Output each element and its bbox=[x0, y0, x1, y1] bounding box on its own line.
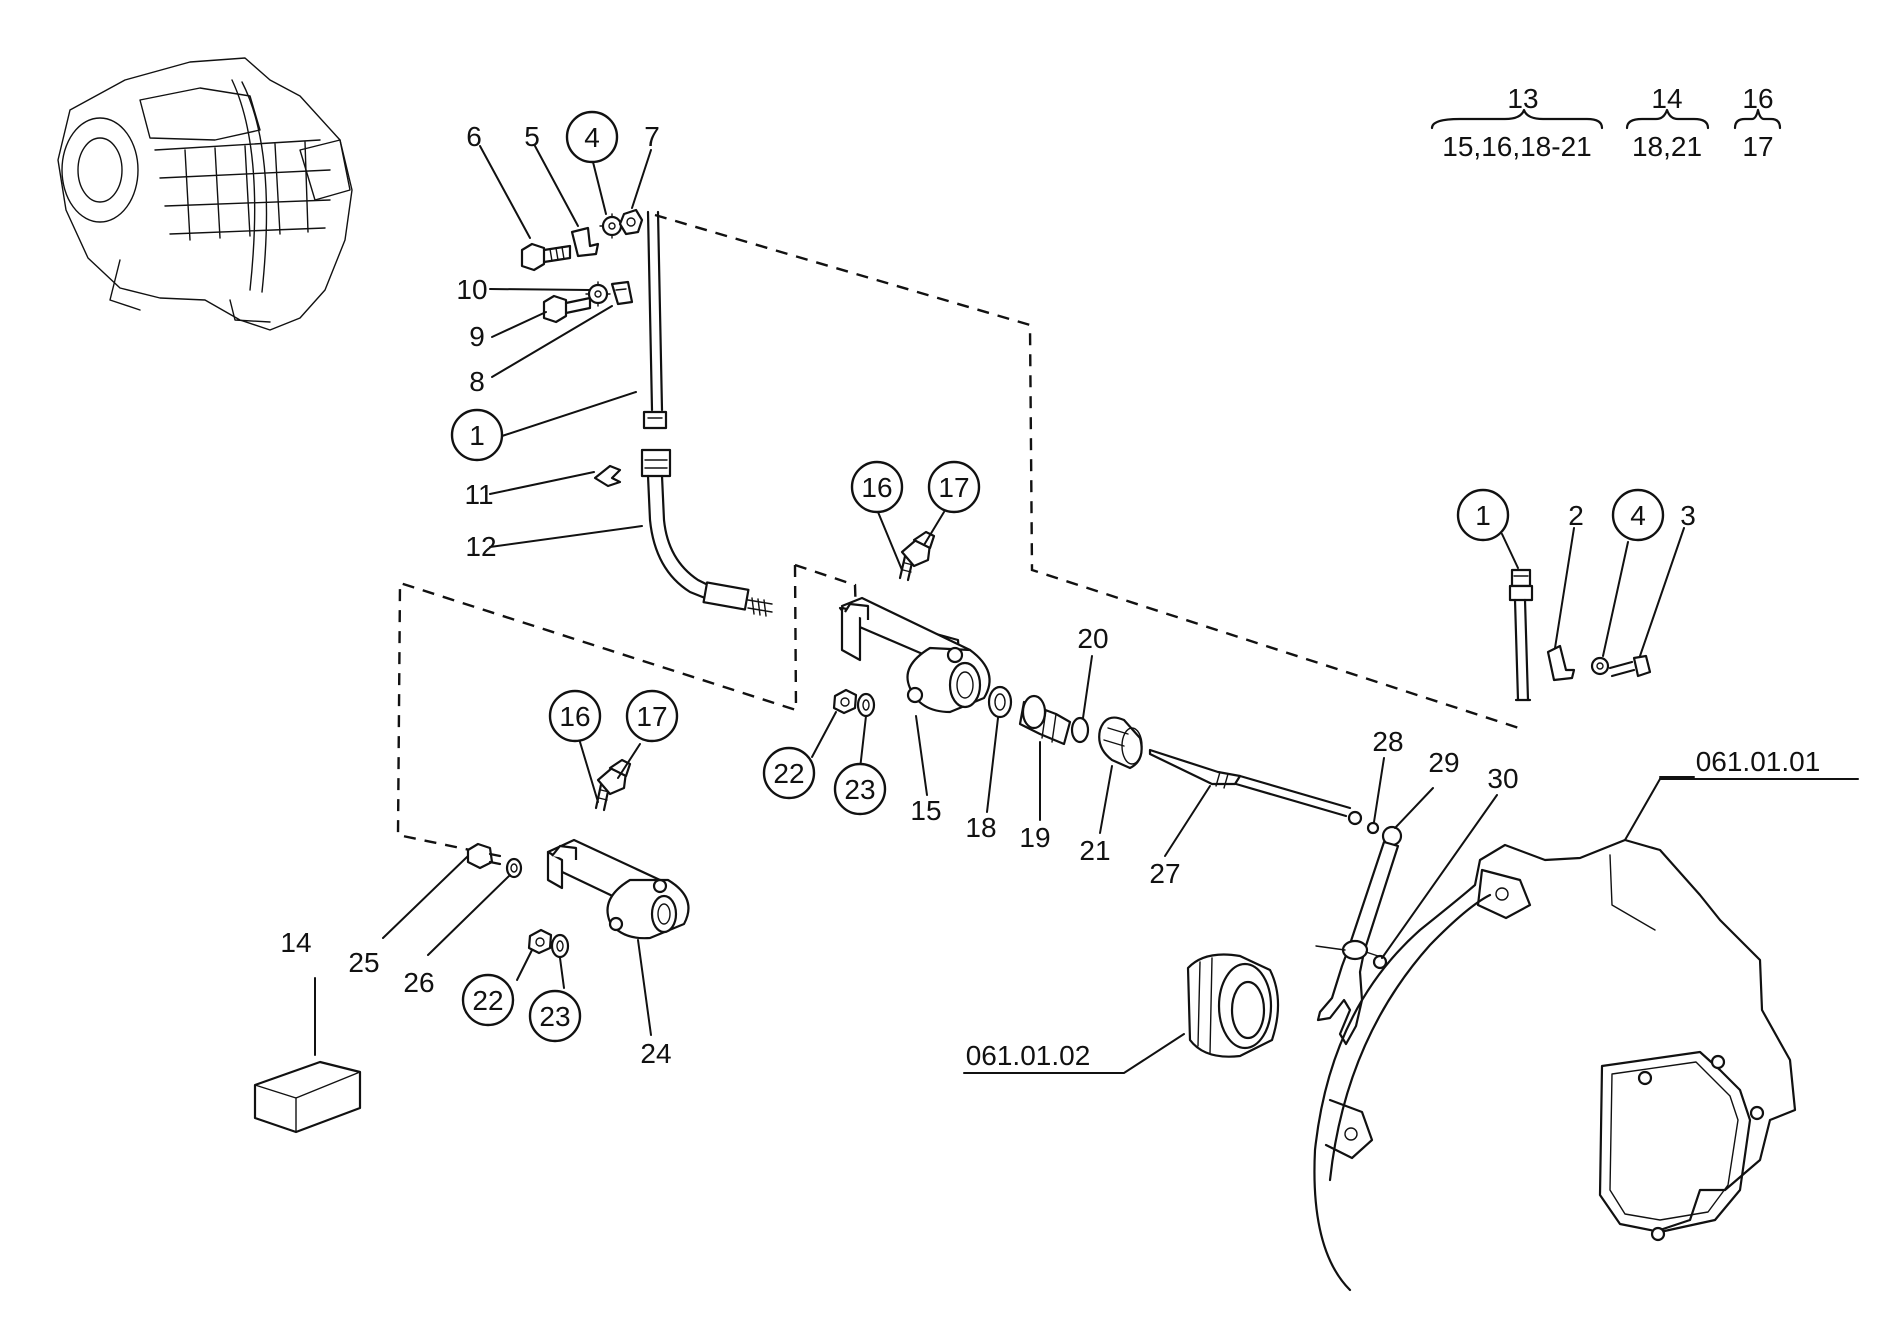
callout-1-right: 1 bbox=[1475, 500, 1491, 531]
callout-24: 24 bbox=[640, 1038, 671, 1069]
bolt-6-icon bbox=[520, 242, 572, 272]
clutch-bellhousing-icon bbox=[1313, 838, 1797, 1292]
release-bearing-icon bbox=[1186, 953, 1280, 1058]
callout-11: 11 bbox=[464, 479, 493, 510]
callout-21: 21 bbox=[1079, 835, 1110, 866]
callout-9: 9 bbox=[469, 321, 485, 352]
repair-kit-box-icon bbox=[253, 1060, 362, 1134]
callout-16-lower: 16 bbox=[559, 701, 590, 732]
clip-2-icon bbox=[1546, 644, 1576, 682]
callout-4-right-circle bbox=[1611, 488, 1665, 542]
reference-061-01-01: 061.01.01 bbox=[1696, 746, 1821, 777]
clip-8-icon bbox=[610, 280, 634, 306]
clutch-slave-cylinder-24-icon bbox=[546, 838, 690, 940]
nut-22-upper-icon bbox=[832, 688, 858, 715]
bleeder-screw-upper-icon bbox=[898, 530, 936, 582]
lock-washer-4-icon bbox=[599, 213, 625, 239]
callout-22: 22 bbox=[773, 758, 804, 789]
callout-23-circle bbox=[833, 762, 887, 816]
clutch-fork-29-icon bbox=[1315, 825, 1403, 1046]
callout-4: 4 bbox=[584, 122, 600, 153]
callout-17-lower: 17 bbox=[636, 701, 667, 732]
callout-17-circle bbox=[927, 460, 981, 514]
callout-23-lower: 23 bbox=[539, 1001, 570, 1032]
kit-14-number: 14 bbox=[1651, 83, 1682, 114]
callout-26: 26 bbox=[403, 967, 434, 998]
ball-30-icon bbox=[1372, 954, 1388, 970]
kit-16-number: 16 bbox=[1742, 83, 1773, 114]
callout-16-circle bbox=[850, 460, 904, 514]
callout-23-lower-circle bbox=[528, 989, 582, 1043]
kit-13-number: 13 bbox=[1507, 83, 1538, 114]
washer-23-lower-icon bbox=[550, 933, 570, 959]
callout-15: 15 bbox=[910, 795, 941, 826]
callout-20: 20 bbox=[1077, 623, 1108, 654]
piston-19-icon bbox=[1018, 694, 1072, 746]
kit-13-contents: 15,16,18-21 bbox=[1442, 131, 1591, 162]
callout-4-circle bbox=[565, 110, 619, 164]
clutch-slave-cylinder-15-icon bbox=[838, 596, 991, 714]
clip-5-icon bbox=[570, 226, 600, 258]
kit-16-contents: 17 bbox=[1742, 131, 1773, 162]
washer-23-upper-icon bbox=[856, 692, 876, 718]
nut-7-icon bbox=[618, 208, 644, 236]
dust-boot-21-icon bbox=[1098, 716, 1143, 770]
callout-25: 25 bbox=[348, 947, 379, 978]
nut-22-lower-icon bbox=[527, 928, 553, 955]
seal-18-icon bbox=[987, 685, 1013, 719]
kit-16-brace bbox=[1733, 108, 1782, 130]
callout-2: 2 bbox=[1568, 500, 1584, 531]
callout-27: 27 bbox=[1149, 858, 1180, 889]
bolt-9-icon bbox=[542, 294, 592, 324]
callout-28: 28 bbox=[1372, 726, 1403, 757]
callout-30: 30 bbox=[1487, 763, 1518, 794]
callout-12: 12 bbox=[465, 531, 496, 562]
leader-lines bbox=[314, 145, 1859, 1074]
callout-5: 5 bbox=[524, 121, 540, 152]
engine-thumbnail-icon bbox=[57, 57, 353, 331]
washer-26-icon bbox=[505, 857, 523, 879]
callout-22-lower: 22 bbox=[472, 985, 503, 1016]
callout-1: 1 bbox=[469, 420, 485, 451]
callout-8: 8 bbox=[469, 366, 485, 397]
lock-washer-10-icon bbox=[585, 281, 611, 307]
kit-14-contents: 18,21 bbox=[1632, 131, 1702, 162]
callout-4-right: 4 bbox=[1630, 500, 1646, 531]
callout-10: 10 bbox=[456, 274, 487, 305]
callout-18: 18 bbox=[965, 812, 996, 843]
retaining-ring-20-icon bbox=[1070, 716, 1090, 744]
callout-1-circle bbox=[450, 408, 504, 462]
callout-1-right-circle bbox=[1456, 488, 1510, 542]
callout-6: 6 bbox=[466, 121, 482, 152]
push-rod-27-icon bbox=[1148, 748, 1363, 826]
hydraulic-pipe-assembly bbox=[593, 210, 773, 617]
callout-22-lower-circle bbox=[461, 973, 515, 1027]
banjo-bolt-25-icon bbox=[466, 842, 502, 870]
pipe-1-right-icon bbox=[1508, 568, 1534, 702]
callout-16-lower-circle bbox=[548, 689, 602, 743]
kit-legend: 13 15,16,18-21 14 18,21 16 17 bbox=[1430, 83, 1782, 162]
reference-061-01-02: 061.01.02 bbox=[966, 1040, 1091, 1071]
callout-22-circle bbox=[762, 746, 816, 800]
callout-7: 7 bbox=[644, 121, 660, 152]
lock-washer-4-right-icon bbox=[1590, 656, 1610, 676]
ball-28-icon bbox=[1366, 821, 1380, 835]
kit-14-brace bbox=[1625, 108, 1710, 130]
callout-16: 16 bbox=[861, 472, 892, 503]
callout-19: 19 bbox=[1019, 822, 1050, 853]
kit-13-brace bbox=[1430, 108, 1604, 130]
screw-3-icon bbox=[1608, 654, 1652, 678]
callout-17: 17 bbox=[938, 472, 969, 503]
callout-23: 23 bbox=[844, 774, 875, 805]
callout-29: 29 bbox=[1428, 747, 1459, 778]
callout-14: 14 bbox=[280, 927, 311, 958]
callout-3: 3 bbox=[1680, 500, 1696, 531]
callout-17-lower-circle bbox=[625, 689, 679, 743]
part-callouts: 6 5 4 7 10 9 8 1 11 12 16 17 22 23 15 18… bbox=[280, 110, 1821, 1071]
